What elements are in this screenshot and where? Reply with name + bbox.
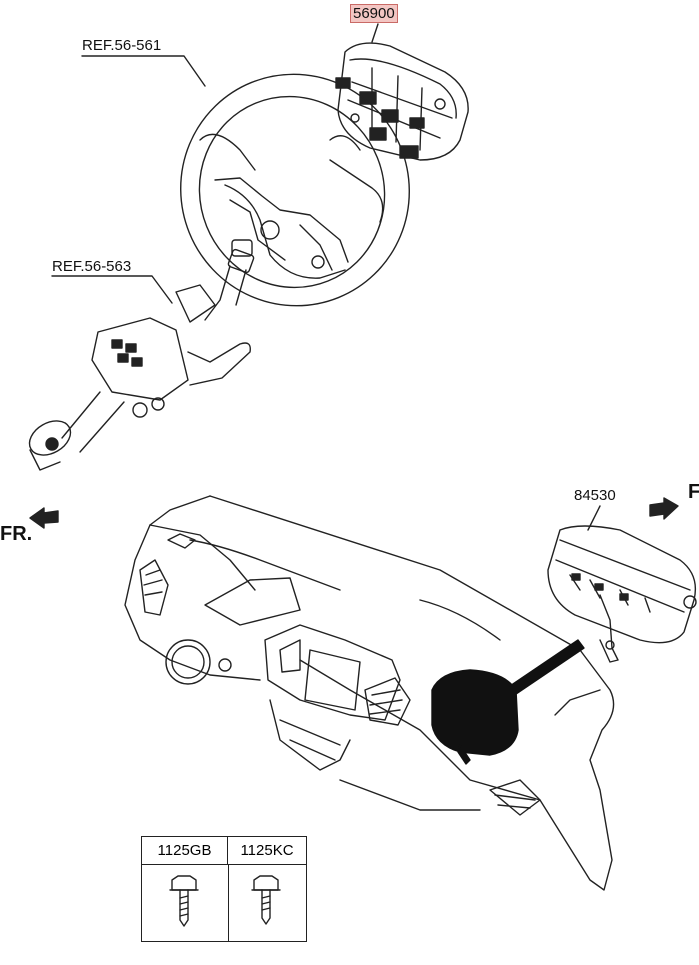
leader-56900 xyxy=(371,23,379,43)
bolt-1125GB xyxy=(169,875,199,927)
fr-arrow-left xyxy=(29,507,59,529)
table-divider xyxy=(228,865,229,941)
callout-84530[interactable]: 84530 xyxy=(574,487,616,504)
callout-ref-56-563[interactable]: REF.56-563 xyxy=(52,258,132,275)
fastener-table: 1125GB 1125KC xyxy=(141,836,307,942)
callout-ref-56-561[interactable]: REF.56-561 xyxy=(82,37,162,54)
fr-arrow-right xyxy=(649,497,679,520)
front-direction-label: FR. xyxy=(0,523,33,545)
callout-56900-highlighted[interactable]: 56900 xyxy=(350,4,398,23)
fastener-header-1125GB[interactable]: 1125GB xyxy=(142,837,228,865)
leader-ref563 xyxy=(51,275,173,304)
fastener-header-1125KC[interactable]: 1125KC xyxy=(228,837,306,865)
leader-ref561 xyxy=(81,55,206,87)
airbag-location-fill xyxy=(431,639,585,765)
steering-column xyxy=(28,248,255,471)
front-direction-label-right: F xyxy=(688,481,699,503)
dashboard-panel xyxy=(124,495,615,891)
driver-airbag-module xyxy=(335,42,469,161)
bolt-1125KC xyxy=(251,875,281,925)
steering-wheel xyxy=(180,73,410,307)
passenger-airbag-module xyxy=(547,525,697,663)
